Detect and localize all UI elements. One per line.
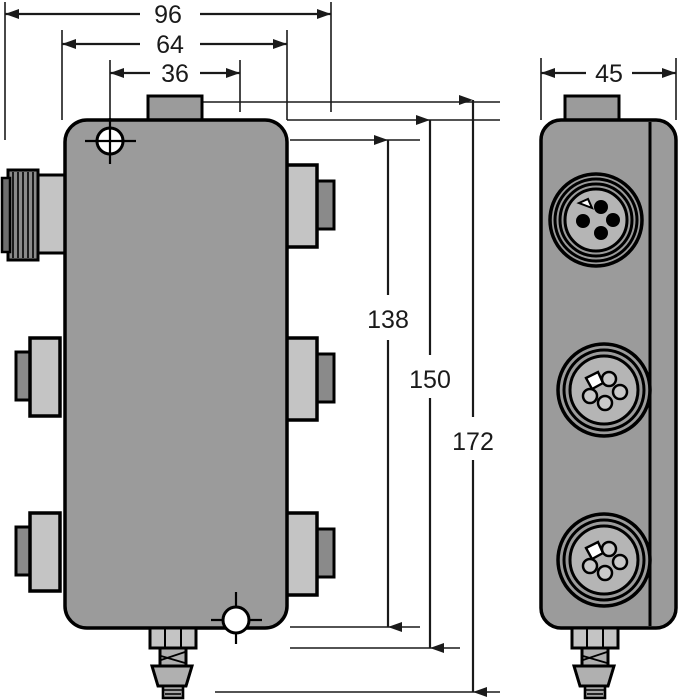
dim-96-label: 96: [154, 1, 182, 29]
dim-172: 172: [452, 95, 494, 697]
extension-lines: [4, 2, 677, 693]
connector-right-lower: [284, 511, 336, 597]
connector-left-middle: [14, 336, 62, 418]
connector-left-lower: [14, 511, 62, 593]
connector-right-upper: [284, 163, 336, 249]
bottom-cable-gland: [148, 626, 198, 700]
dim-150-label: 150: [409, 366, 451, 394]
connector-right-middle: [284, 336, 336, 422]
dim-172-label: 172: [452, 428, 494, 456]
connector-side-2: [556, 342, 652, 438]
bottom-cable-gland-side: [570, 626, 620, 700]
cable-gland-threaded: [0, 168, 74, 262]
dim-45: 45: [541, 60, 676, 88]
mounting-hole-bottom: [211, 592, 262, 644]
horizontal-dimensions: 96 64 36 45: [5, 1, 676, 88]
dim-150: 150: [409, 115, 451, 653]
mounting-hole-top: [85, 118, 136, 164]
dim-36: 36: [110, 60, 240, 88]
dim-64: 64: [62, 31, 287, 59]
dim-138-label: 138: [367, 306, 409, 334]
dim-36-label: 36: [161, 60, 189, 88]
vertical-dimensions: 138 150 172: [367, 95, 494, 697]
dim-138: 138: [367, 135, 409, 632]
dim-64-label: 64: [156, 31, 184, 59]
front-body: [63, 118, 289, 630]
connector-side-3: [556, 512, 652, 608]
dim-96: 96: [5, 1, 331, 29]
front-view: [0, 94, 336, 700]
side-view: [539, 94, 678, 700]
dim-45-label: 45: [595, 60, 623, 88]
connector-side-1: [548, 172, 644, 268]
